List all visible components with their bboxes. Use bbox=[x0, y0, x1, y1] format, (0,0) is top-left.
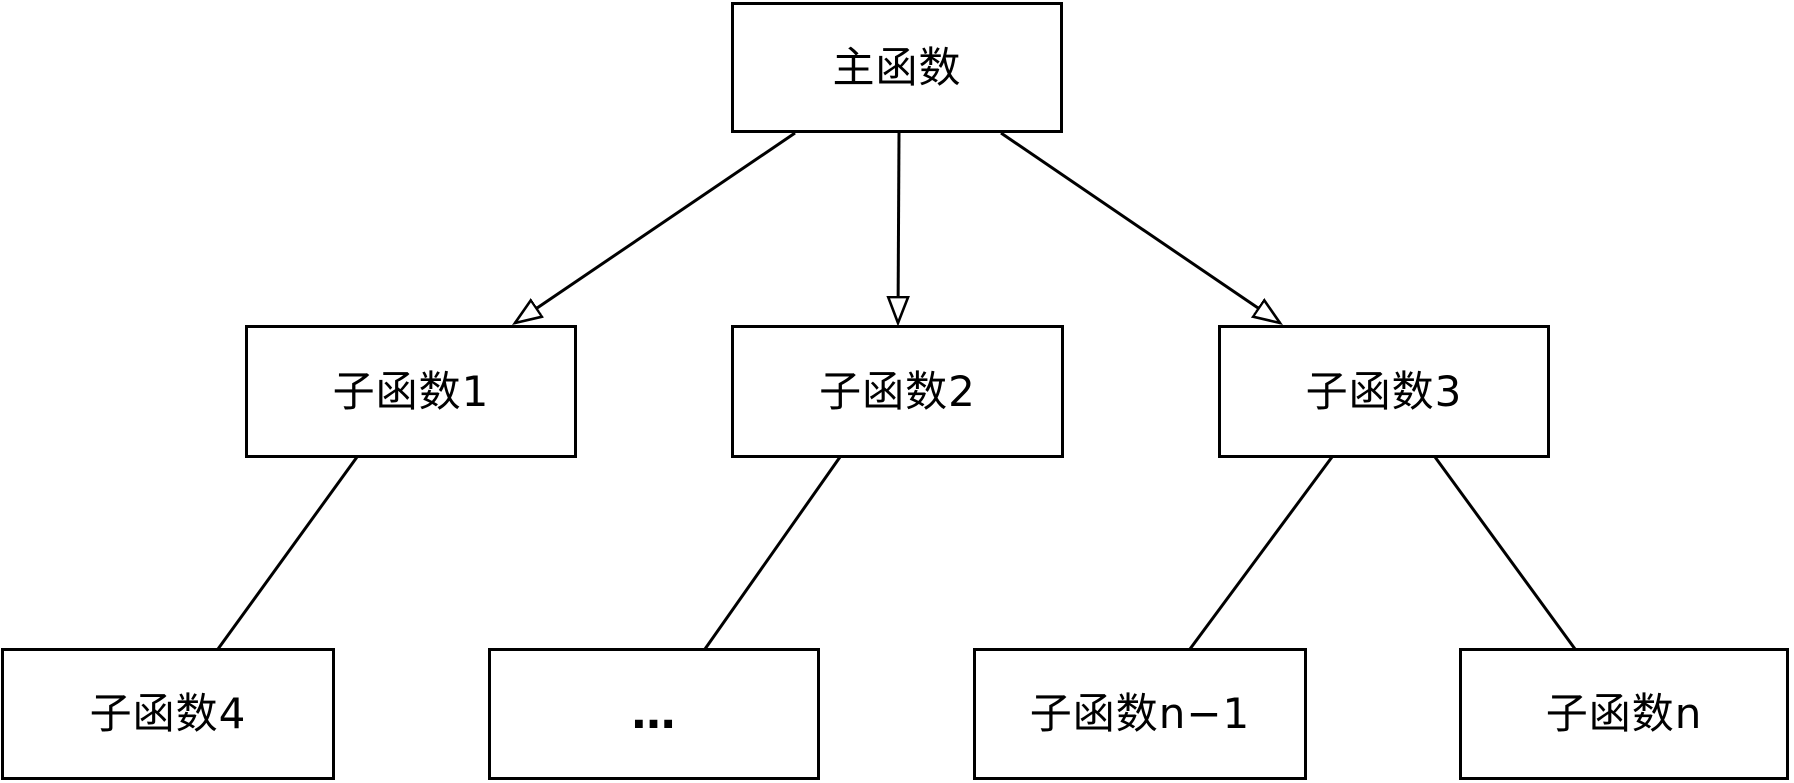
node-sub-function-n-minus-1-label: 子函数n−1 bbox=[1029, 689, 1251, 738]
edge-main-to-sub3 bbox=[1000, 131, 1280, 323]
edge-sub3-to-subn bbox=[1433, 456, 1577, 650]
node-ellipsis: … bbox=[488, 648, 820, 780]
node-sub-function-3-label: 子函数3 bbox=[1305, 366, 1463, 416]
node-ellipsis-label: … bbox=[631, 688, 677, 739]
edge-sub1-to-sub4 bbox=[216, 456, 359, 650]
node-main-function-label: 主函数 bbox=[832, 42, 962, 92]
node-sub-function-3: 子函数3 bbox=[1218, 325, 1550, 458]
node-sub-function-n-label: 子函数n bbox=[1545, 689, 1703, 738]
node-sub-function-1-label: 子函数1 bbox=[332, 366, 490, 416]
node-main-function: 主函数 bbox=[731, 2, 1063, 133]
node-sub-function-n-minus-1: 子函数n−1 bbox=[973, 648, 1307, 780]
node-sub-function-2-label: 子函数2 bbox=[819, 366, 976, 416]
node-sub-function-2: 子函数2 bbox=[731, 325, 1064, 458]
edge-main-to-sub1 bbox=[515, 131, 796, 323]
node-sub-function-4-label: 子函数4 bbox=[89, 689, 247, 738]
edge-main-to-sub2 bbox=[898, 132, 899, 323]
node-sub-function-n: 子函数n bbox=[1459, 648, 1789, 780]
node-sub-function-4: 子函数4 bbox=[1, 648, 335, 780]
node-sub-function-1: 子函数1 bbox=[245, 325, 577, 458]
edge-sub3-to-subn1 bbox=[1188, 456, 1334, 650]
edge-sub2-to-ellipsis bbox=[703, 456, 842, 650]
